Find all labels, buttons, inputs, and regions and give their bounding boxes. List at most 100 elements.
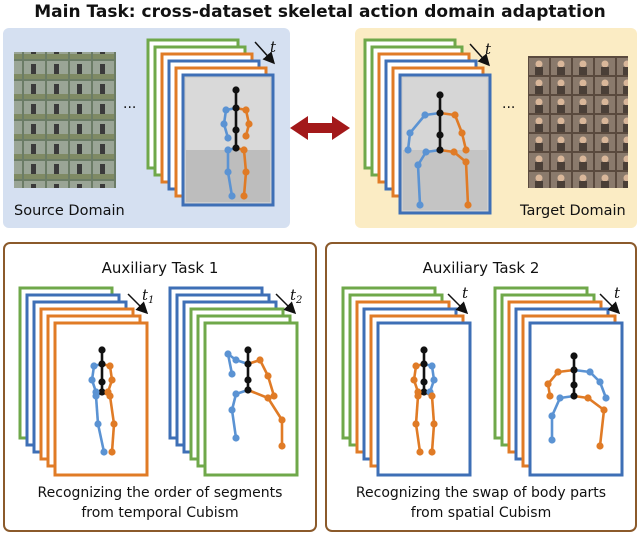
skeleton-bone	[416, 163, 422, 207]
skeleton-joint	[94, 420, 102, 428]
skeleton-joint	[224, 350, 232, 358]
skeleton-joint	[106, 362, 114, 370]
skeleton-bone	[96, 422, 106, 454]
aux1-time-arrow-2	[275, 293, 297, 315]
source-thumbnail-grid	[14, 52, 116, 188]
skeleton-joint	[412, 420, 420, 428]
skeleton-joint	[462, 146, 470, 154]
target-thumbnail-grid	[528, 56, 628, 188]
skeleton-joint	[414, 392, 422, 400]
skeleton-joint	[106, 392, 114, 400]
skeleton-joint	[410, 376, 418, 384]
domain-adaptation-arrow	[290, 116, 350, 140]
aux-task-2-title: Auxiliary Task 2	[423, 259, 540, 277]
aux1-t1-label: t1	[142, 286, 154, 306]
skeleton-joint	[88, 376, 96, 384]
main-title: Main Task: cross-dataset skeletal action…	[34, 2, 606, 22]
skeleton-bone	[94, 394, 100, 426]
skeleton-joint	[436, 91, 444, 99]
source-domain-label: Source Domain	[14, 203, 125, 219]
skeleton-bone	[414, 422, 422, 454]
skeleton-joint	[556, 394, 564, 402]
aux2-caption-line2: from spatial Cubism	[411, 505, 551, 521]
skeleton-joint	[420, 378, 428, 386]
skeleton-bone	[408, 113, 427, 135]
skeleton-joint	[544, 380, 552, 388]
skeleton-joint	[100, 448, 108, 456]
aux2-skeleton-left	[410, 346, 438, 456]
target-domain-label: Target Domain	[519, 203, 626, 219]
skeleton-joint	[224, 168, 232, 176]
skeleton-joint	[244, 386, 252, 394]
skeleton-joint	[92, 392, 100, 400]
target-skeleton	[404, 91, 472, 209]
skeleton-joint	[240, 146, 248, 154]
skeleton-joint	[242, 168, 250, 176]
aux1-stack-right	[168, 286, 299, 477]
skeleton-joint	[232, 126, 240, 134]
skeleton-joint	[548, 436, 556, 444]
aux2-skeleton-right	[544, 352, 610, 450]
skeleton-joint	[570, 352, 578, 360]
skeleton-bone	[414, 394, 420, 426]
skeleton-joint	[586, 368, 594, 376]
skeleton-joint	[436, 131, 444, 139]
skeleton-joint	[546, 392, 554, 400]
source-ellipsis: ...	[123, 96, 136, 112]
skeleton-joint	[422, 148, 430, 156]
skeleton-joint	[264, 394, 272, 402]
skeleton-joint	[596, 378, 604, 386]
skeleton-joint	[420, 388, 428, 396]
skeleton-joint	[421, 111, 429, 119]
aux1-caption-line1: Recognizing the order of segments	[38, 485, 283, 501]
skeleton-joint	[224, 146, 232, 154]
aux2-time-label-1: t	[462, 284, 469, 302]
aux2-time-arrow-2	[599, 293, 621, 315]
skeleton-joint	[222, 106, 230, 114]
skeleton-bone	[242, 170, 248, 198]
skeleton-joint	[584, 394, 592, 402]
skeleton-bone	[110, 422, 116, 454]
skeleton-joint	[232, 434, 240, 442]
skeleton-joint	[600, 406, 608, 414]
source-time-label: t	[270, 38, 277, 56]
skeleton-joint	[436, 109, 444, 117]
target-time-label: t	[485, 40, 492, 58]
skeleton-joint	[256, 356, 264, 364]
skeleton-joint	[108, 448, 116, 456]
aux2-stack-left	[341, 286, 472, 477]
skeleton-joint	[416, 448, 424, 456]
skeleton-joint	[570, 381, 578, 389]
skeleton-joint	[430, 420, 438, 428]
skeleton-bone	[230, 408, 238, 440]
skeleton-joint	[428, 448, 436, 456]
skeleton-bone	[430, 422, 436, 454]
skeleton-joint	[570, 366, 578, 374]
skeleton-joint	[428, 392, 436, 400]
skeleton-joint	[596, 442, 604, 450]
skeleton-joint	[420, 360, 428, 368]
target-time-arrow	[469, 43, 491, 67]
skeleton-joint	[451, 111, 459, 119]
skeleton-joint	[98, 378, 106, 386]
aux2-caption-line1: Recognizing the swap of body parts	[356, 485, 606, 501]
target-ellipsis: ...	[502, 96, 515, 112]
aux2-time-arrow-1	[447, 293, 469, 315]
skeleton-joint	[554, 368, 562, 376]
skeleton-joint	[602, 394, 610, 402]
aux1-t2-label: t2	[290, 286, 302, 306]
skeleton-joint	[278, 442, 286, 450]
source-frame-stack	[146, 38, 275, 207]
skeleton-joint	[244, 376, 252, 384]
skeleton-joint	[436, 146, 444, 154]
skeleton-joint	[570, 392, 578, 400]
skeleton-joint	[228, 406, 236, 414]
skeleton-joint	[220, 120, 228, 128]
skeleton-bone	[464, 160, 470, 207]
skeleton-joint	[232, 390, 240, 398]
skeleton-joint	[462, 158, 470, 166]
skeleton-joint	[244, 360, 252, 368]
skeleton-joint	[98, 346, 106, 354]
skeleton-joint	[548, 412, 556, 420]
